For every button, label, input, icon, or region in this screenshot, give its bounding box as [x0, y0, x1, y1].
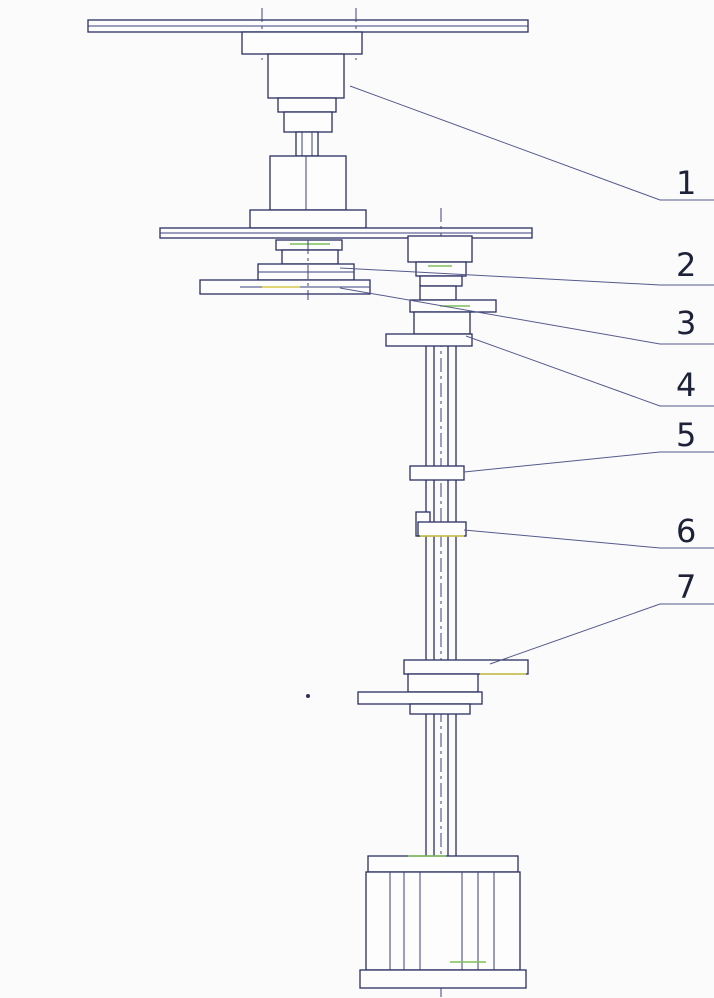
leader-3: [339, 287, 714, 345]
callout-5: 5: [676, 416, 696, 454]
main-shaft-assembly: [357, 208, 529, 998]
callout-7: 7: [676, 568, 696, 606]
leader-7: [489, 603, 714, 665]
leader-6: [463, 529, 714, 549]
callout-2: 2: [676, 246, 696, 284]
callout-1: 1: [676, 164, 696, 202]
leader-4: [465, 335, 714, 407]
leader-5: [463, 451, 714, 473]
callout-4: 4: [676, 366, 696, 404]
callout-3: 3: [676, 304, 696, 342]
leader-lines: [339, 85, 714, 665]
callout-6: 6: [676, 512, 696, 550]
gear-drive-assembly: [199, 239, 371, 300]
motor-housing: [359, 855, 527, 989]
upper-mount-assembly: [87, 8, 533, 239]
leader-1: [349, 85, 714, 201]
callout-labels: 1 2 3 4 5 6 7: [676, 164, 696, 606]
stray-dot: [306, 694, 310, 698]
leader-2: [339, 267, 714, 286]
